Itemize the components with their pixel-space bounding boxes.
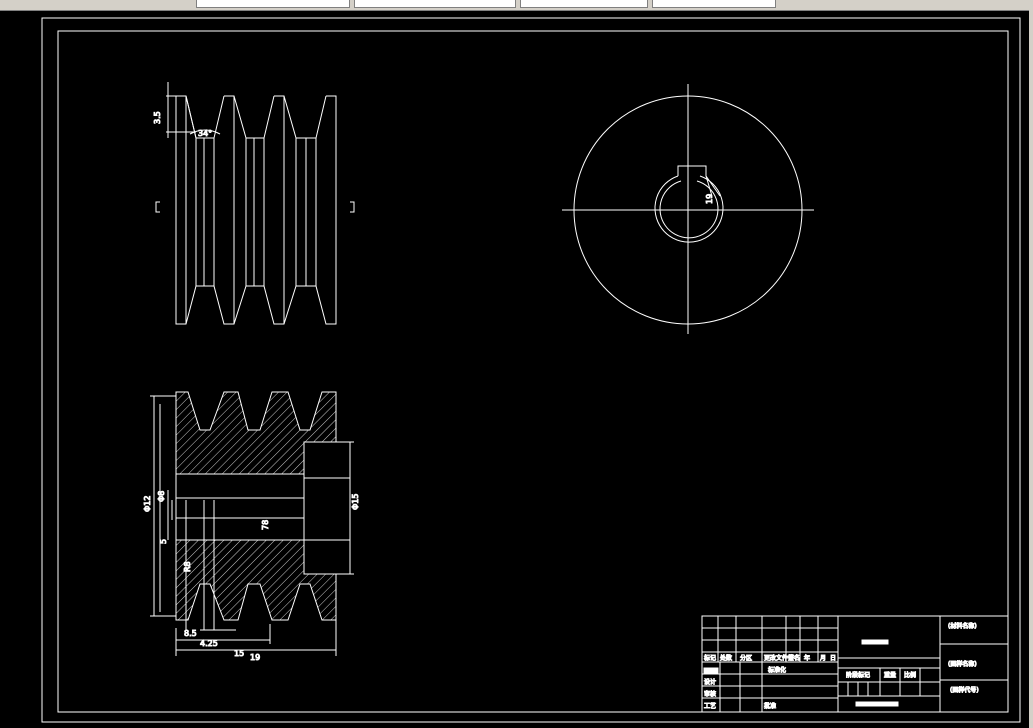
sheet-inner-border (57, 30, 1009, 713)
bore-dia-dim: Φ8 (157, 491, 166, 502)
rev-header-6: 月 (820, 655, 826, 662)
color-dropdown[interactable] (354, 0, 516, 8)
total-dim-1: 15 (234, 649, 244, 658)
outer-dia-dim: Φ12 (143, 496, 152, 512)
rev-header-0: 标记 (704, 654, 716, 662)
rev-header-2: 分区 (740, 654, 752, 662)
stage-label: 阶段标记 (846, 671, 870, 679)
review-label: 审核 (704, 690, 716, 698)
vertical-scrollbar[interactable] (1029, 10, 1033, 728)
linetype-dropdown[interactable] (520, 0, 648, 8)
front-view (155, 82, 355, 325)
drawing-code: (图样代号) (950, 686, 979, 694)
toolbar (0, 0, 1033, 11)
pitch-dim-1: 8.5 (184, 629, 197, 638)
design-label: 设计 (704, 678, 716, 686)
hub-dia-dim: Φ15 (351, 494, 360, 510)
lineweight-dropdown[interactable] (652, 0, 776, 8)
weight-label: 重量 (884, 671, 896, 679)
total-dim-2: 19 (250, 653, 260, 662)
rev-header-1: 处数 (720, 654, 732, 662)
sheet-outer-border (41, 17, 1021, 723)
rev-header-3: 更改文件号 (764, 654, 794, 662)
layer-dropdown[interactable] (196, 0, 350, 8)
pitch-dim-2: 4.25 (200, 639, 218, 648)
drawing-name: (图样名称) (948, 660, 977, 668)
drawing-canvas[interactable]: 3.5 34° 19 (0, 10, 1029, 728)
std-label: 标准化 (768, 666, 786, 674)
layer-icon[interactable] (138, 0, 152, 9)
groove-angle-dim: 34° (198, 129, 212, 138)
scale-label: 比例 (904, 671, 916, 679)
rev-header-7: 日 (830, 655, 836, 662)
title-block (701, 615, 1009, 713)
radius-dim: R8 (183, 561, 192, 572)
material-name: (材料名称) (948, 622, 977, 630)
process-label: 工艺 (704, 702, 716, 710)
section-view (150, 391, 354, 656)
groove-depth-dim: 3.5 (153, 111, 162, 124)
key-label-dim: 78 (261, 520, 270, 530)
rev-header-4: 签名 (788, 654, 800, 662)
approve-label: 批准 (764, 702, 776, 710)
rev-header-5: 年 (804, 654, 810, 662)
keyway-depth-dim: 19 (705, 194, 714, 204)
bore-width-dim: 5 (159, 539, 168, 544)
side-view (562, 84, 814, 334)
properties-icon[interactable] (156, 0, 170, 9)
